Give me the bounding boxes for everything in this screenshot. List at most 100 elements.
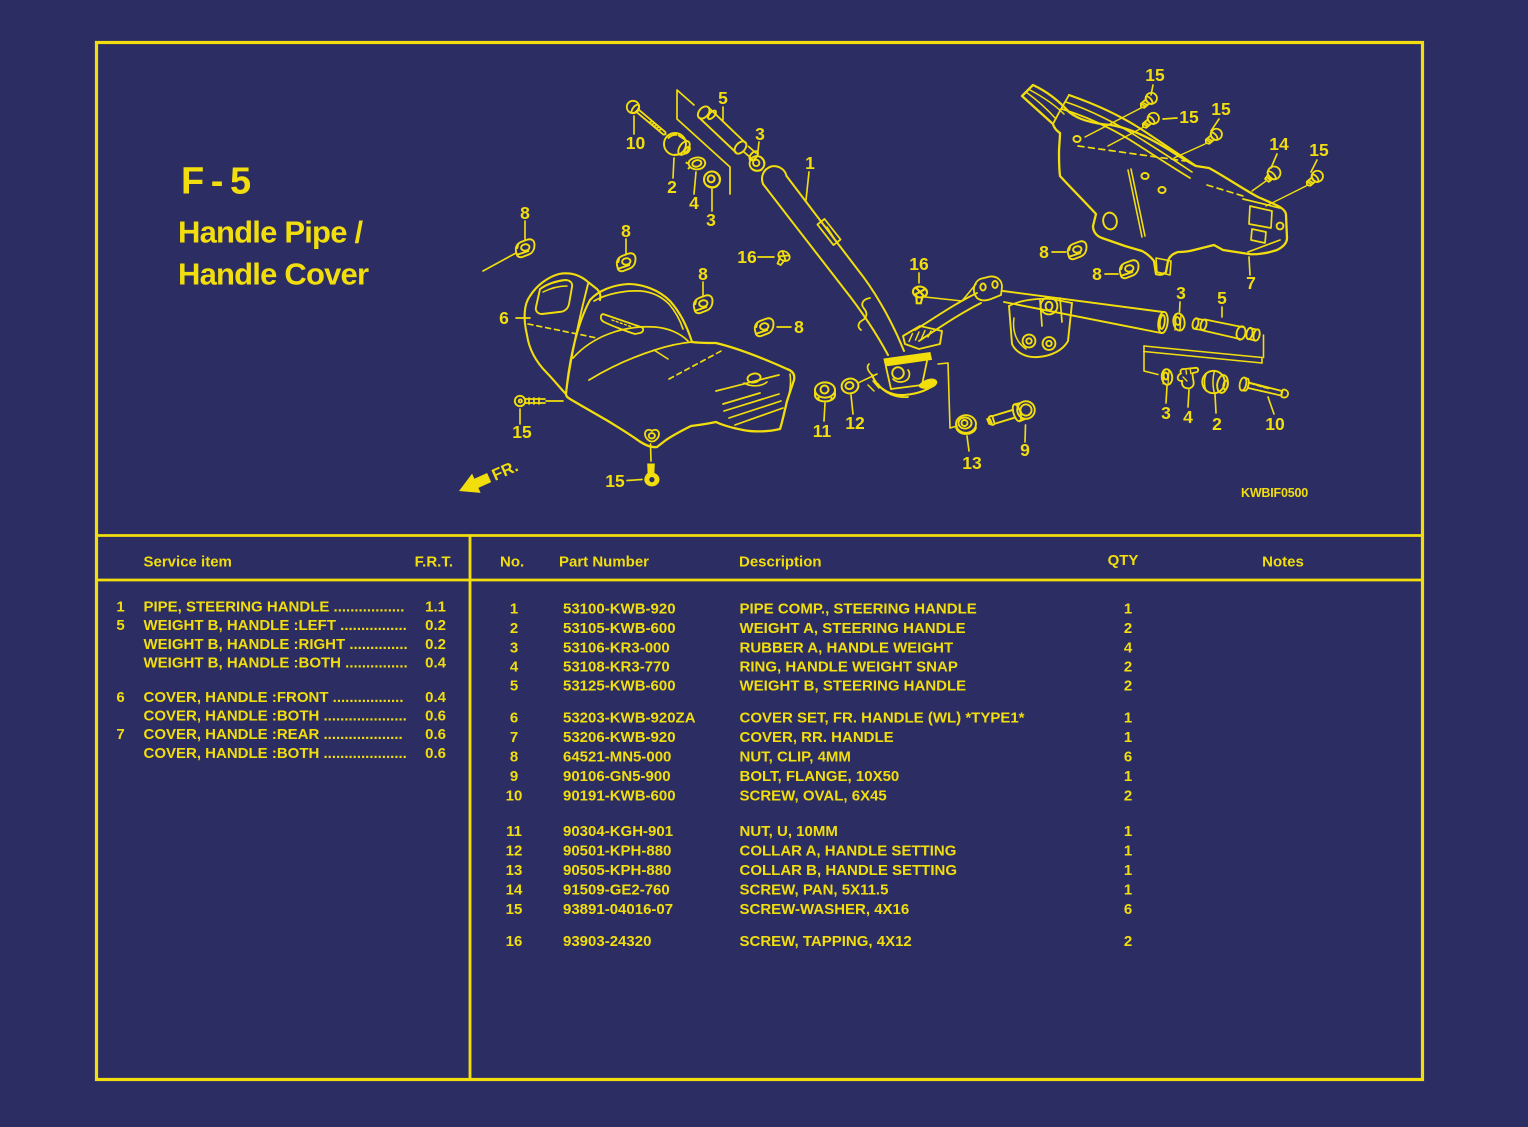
svg-text:8: 8 [794, 317, 804, 337]
svg-text:16: 16 [506, 933, 523, 950]
svg-text:4: 4 [1183, 407, 1193, 427]
svg-text:90106-GN5-900: 90106-GN5-900 [563, 768, 671, 785]
svg-text:Part Number: Part Number [559, 554, 649, 571]
svg-text:5: 5 [116, 617, 124, 634]
svg-text:WEIGHT B, HANDLE :RIGHT ......: WEIGHT B, HANDLE :RIGHT .............. [144, 636, 408, 653]
svg-text:F - 5: F - 5 [181, 161, 251, 203]
svg-text:SCREW, TAPPING, 4X12: SCREW, TAPPING, 4X12 [740, 933, 912, 950]
svg-text:15: 15 [1179, 107, 1199, 127]
svg-text:7: 7 [116, 726, 124, 743]
svg-text:2: 2 [510, 620, 518, 637]
svg-text:COVER SET, FR. HANDLE (WL) *TY: COVER SET, FR. HANDLE (WL) *TYPE1* [740, 710, 1025, 727]
svg-text:NUT, U, 10MM: NUT, U, 10MM [740, 823, 838, 840]
svg-text:1: 1 [1124, 862, 1132, 879]
svg-text:Handle Pipe /: Handle Pipe / [178, 215, 363, 250]
svg-text:RUBBER A, HANDLE WEIGHT: RUBBER A, HANDLE WEIGHT [740, 639, 954, 656]
svg-text:COVER, RR. HANDLE: COVER, RR. HANDLE [740, 729, 894, 746]
svg-text:2: 2 [1212, 414, 1222, 434]
svg-text:6: 6 [1124, 749, 1132, 766]
svg-text:5: 5 [1217, 288, 1227, 308]
svg-text:12: 12 [506, 843, 523, 860]
svg-text:F.R.T.: F.R.T. [415, 554, 453, 571]
svg-text:6: 6 [510, 710, 518, 727]
svg-text:90501-KPH-880: 90501-KPH-880 [563, 843, 671, 860]
svg-text:RING, HANDLE WEIGHT SNAP: RING, HANDLE WEIGHT SNAP [740, 659, 958, 676]
svg-text:0.6: 0.6 [425, 745, 446, 762]
svg-text:6: 6 [1124, 901, 1132, 918]
svg-text:4: 4 [689, 193, 699, 213]
svg-text:PIPE, STEERING HANDLE ........: PIPE, STEERING HANDLE ................. [144, 599, 405, 616]
svg-text:8: 8 [698, 264, 708, 284]
svg-text:SCREW-WASHER, 4X16: SCREW-WASHER, 4X16 [740, 901, 910, 918]
svg-text:4: 4 [510, 659, 519, 676]
svg-text:6: 6 [116, 689, 124, 706]
svg-text:3: 3 [510, 639, 518, 656]
svg-text:53125-KWB-600: 53125-KWB-600 [563, 678, 676, 695]
svg-text:3: 3 [1161, 403, 1171, 423]
svg-text:Service item: Service item [144, 554, 232, 571]
svg-text:53106-KR3-000: 53106-KR3-000 [563, 639, 670, 656]
svg-text:QTY: QTY [1108, 552, 1139, 569]
svg-text:15: 15 [506, 901, 523, 918]
svg-text:1: 1 [1124, 843, 1132, 860]
svg-text:1: 1 [805, 153, 815, 173]
svg-text:1: 1 [1124, 823, 1132, 840]
svg-text:53100-KWB-920: 53100-KWB-920 [563, 601, 676, 618]
svg-text:12: 12 [845, 413, 865, 433]
svg-text:WEIGHT B, STEERING HANDLE: WEIGHT B, STEERING HANDLE [740, 678, 967, 695]
svg-text:10: 10 [626, 133, 646, 153]
svg-text:0.4: 0.4 [425, 689, 447, 706]
svg-text:WEIGHT B, HANDLE :BOTH .......: WEIGHT B, HANDLE :BOTH ............... [144, 654, 408, 671]
svg-text:COLLAR B, HANDLE SETTING: COLLAR B, HANDLE SETTING [740, 862, 958, 879]
svg-text:53105-KWB-600: 53105-KWB-600 [563, 620, 676, 637]
svg-text:1.1: 1.1 [425, 599, 446, 616]
svg-text:0.2: 0.2 [425, 617, 446, 634]
svg-text:13: 13 [506, 862, 523, 879]
svg-text:8: 8 [510, 749, 518, 766]
svg-text:1: 1 [1124, 768, 1132, 785]
svg-text:8: 8 [621, 221, 631, 241]
svg-text:15: 15 [1145, 65, 1165, 85]
svg-text:2: 2 [1124, 678, 1132, 695]
svg-text:SCREW, OVAL, 6X45: SCREW, OVAL, 6X45 [740, 787, 887, 804]
svg-text:0.2: 0.2 [425, 636, 446, 653]
svg-text:2: 2 [1124, 787, 1132, 804]
svg-text:2: 2 [667, 177, 677, 197]
svg-text:COVER, HANDLE :REAR ..........: COVER, HANDLE :REAR ................... [144, 726, 403, 743]
svg-text:2: 2 [1124, 620, 1132, 637]
svg-text:91509-GE2-760: 91509-GE2-760 [563, 882, 670, 899]
svg-text:90505-KPH-880: 90505-KPH-880 [563, 862, 671, 879]
svg-text:7: 7 [510, 729, 518, 746]
svg-text:53108-KR3-770: 53108-KR3-770 [563, 659, 670, 676]
svg-text:COVER, HANDLE :FRONT .........: COVER, HANDLE :FRONT ................. [144, 689, 404, 706]
svg-text:Handle Cover: Handle Cover [178, 257, 369, 292]
svg-text:53206-KWB-920: 53206-KWB-920 [563, 729, 676, 746]
svg-text:1: 1 [116, 599, 124, 616]
svg-text:8: 8 [1092, 264, 1102, 284]
svg-text:9: 9 [510, 768, 518, 785]
svg-text:5: 5 [718, 88, 728, 108]
svg-text:15: 15 [1309, 140, 1329, 160]
svg-text:0.6: 0.6 [425, 726, 446, 743]
svg-text:4: 4 [1124, 639, 1133, 656]
svg-text:COVER, HANDLE :BOTH ..........: COVER, HANDLE :BOTH .................... [144, 745, 407, 762]
svg-text:53203-KWB-920ZA: 53203-KWB-920ZA [563, 710, 696, 727]
svg-text:Notes: Notes [1262, 554, 1304, 571]
svg-text:5: 5 [510, 678, 518, 695]
svg-text:93903-24320: 93903-24320 [563, 933, 651, 950]
svg-text:Description: Description [739, 554, 822, 571]
svg-text:2: 2 [1124, 659, 1132, 676]
svg-text:3: 3 [755, 124, 765, 144]
svg-text:14: 14 [506, 882, 523, 899]
svg-text:0.6: 0.6 [425, 708, 446, 725]
svg-text:15: 15 [1211, 99, 1231, 119]
svg-text:15: 15 [512, 422, 532, 442]
svg-text:93891-04016-07: 93891-04016-07 [563, 901, 673, 918]
svg-text:16: 16 [737, 247, 757, 267]
svg-text:11: 11 [813, 421, 832, 441]
svg-text:16: 16 [909, 254, 929, 274]
svg-text:SCREW, PAN, 5X11.5: SCREW, PAN, 5X11.5 [740, 882, 889, 899]
svg-text:6: 6 [499, 308, 509, 328]
svg-text:10: 10 [506, 787, 523, 804]
svg-text:1: 1 [1124, 882, 1132, 899]
